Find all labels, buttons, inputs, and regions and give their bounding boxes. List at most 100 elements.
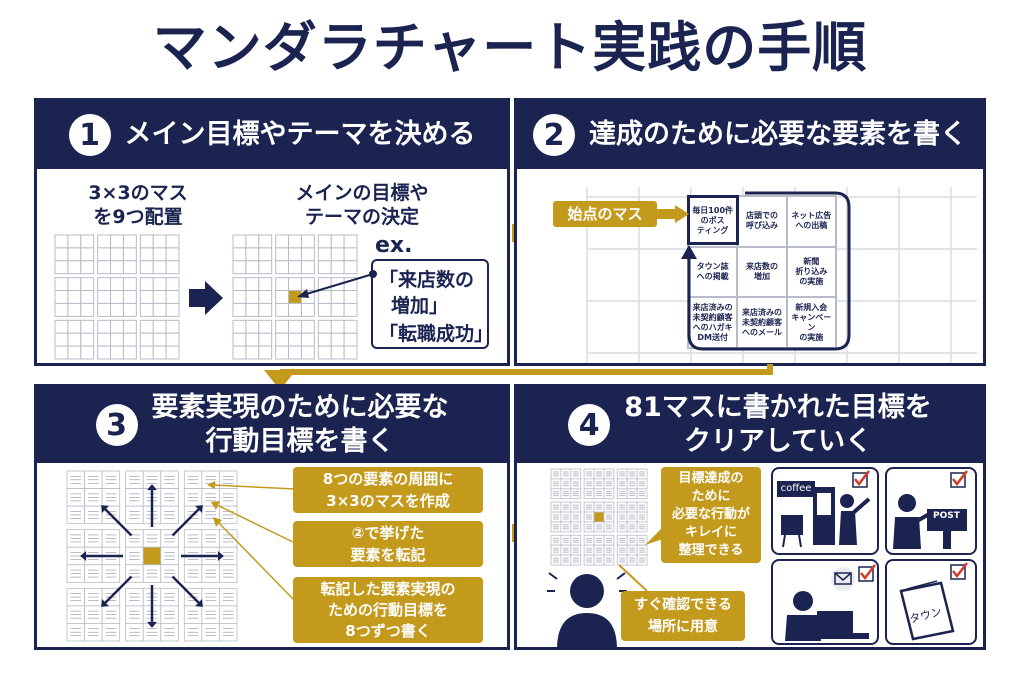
grid1-cell xyxy=(54,332,69,347)
radiating-arrow-head xyxy=(195,599,203,607)
element-cell-line: 折り込み xyxy=(795,266,828,276)
step3-heading: 要素実現のために必要な 行動目標を書く xyxy=(152,391,449,459)
callout-accessible-line1: すぐ確認できる xyxy=(634,597,732,613)
element-cell-line: 来店済みの xyxy=(741,307,782,317)
example-label: ex. xyxy=(375,233,413,258)
grid1-cell xyxy=(152,247,167,262)
radiating-arrow xyxy=(171,508,200,537)
grid1-cell xyxy=(122,277,137,292)
element-cell-line: 毎日100件 xyxy=(692,206,734,216)
start-cell-label: 始点のマス xyxy=(553,201,657,227)
step1-heading: メイン目標やテーマを決める xyxy=(124,119,476,150)
grid2-cell xyxy=(232,277,247,292)
callout-surround-grids-line1: 8つの要素の周囲に xyxy=(322,470,454,488)
grid1-cell xyxy=(139,260,154,275)
step1-number: 1 xyxy=(68,114,111,156)
grid2-cell xyxy=(300,247,315,262)
grid2-cell xyxy=(330,234,345,249)
nine-grids-caption: 3×3のマス を9つ配置 xyxy=(73,181,203,229)
grid2-cell xyxy=(343,319,358,334)
grid2-cell xyxy=(288,234,302,249)
grid2-cell xyxy=(317,247,332,262)
grid2-cell xyxy=(300,260,315,275)
example-line3: 「転職成功」 xyxy=(379,323,494,345)
grid2-cell xyxy=(245,277,260,292)
grid2-cell xyxy=(245,260,260,275)
callout-transcribe-elements: ②で挙げた 要素を転記 xyxy=(293,521,483,567)
grid1-cell xyxy=(122,332,137,347)
mandala-center-cell xyxy=(593,511,605,523)
step4-panel: 4 81マスに書かれた目標を クリアしていく 目標達成の ために 必要な行動が … xyxy=(514,384,986,650)
grid2-cell xyxy=(258,277,273,292)
grid2-cell xyxy=(317,302,332,317)
grid1-cell xyxy=(122,345,137,360)
grid2-cell xyxy=(330,319,345,334)
element-cell: 来店数の増加 xyxy=(737,246,787,298)
grid1-cell xyxy=(122,247,137,262)
grid2-cell xyxy=(275,290,290,304)
grid2-cell xyxy=(275,302,290,317)
step2-panel: 2 達成のために必要な要素を書く 毎日100件のポスティング店頭での呼び込みネッ… xyxy=(514,98,986,366)
nine-grids-caption-line2: を9つ配置 xyxy=(93,206,183,228)
grid1-cell xyxy=(80,277,95,292)
start-cell-highlight xyxy=(687,195,739,245)
grid2-cell xyxy=(275,319,290,334)
grid1-cell xyxy=(165,247,180,262)
grid1-cell xyxy=(67,260,82,275)
grid1-cell xyxy=(97,345,112,360)
grid1-cell xyxy=(110,247,124,262)
grid2-cell xyxy=(258,260,273,275)
grid1-cell xyxy=(80,234,95,249)
callout-write-actions-line2: ための行動目標を xyxy=(327,601,448,619)
grid1-cell xyxy=(67,234,82,249)
callout-organized-line5: 整理できる xyxy=(678,543,744,558)
grid2-cell xyxy=(275,260,290,275)
step4-number: 4 xyxy=(568,404,611,446)
element-cell-line: ティング xyxy=(696,226,729,236)
grid1-cell xyxy=(97,319,112,334)
step3-panel: 3 要素実現のために必要な 行動目標を書く 8つの要素の周囲に 3×3のマスを作… xyxy=(34,384,510,650)
grid1-cell xyxy=(67,247,82,262)
callout-organized-line3: 必要な行動が xyxy=(671,507,750,522)
element-cell-line: 未契約顧客 xyxy=(692,312,733,322)
grid1-cell xyxy=(54,319,69,334)
grid2-cell xyxy=(288,247,302,262)
element-cell-line: へのハガキ xyxy=(692,322,733,332)
coffee-sign: coffee xyxy=(777,481,815,497)
grid1-cell xyxy=(110,319,124,334)
nine-grids-diagram xyxy=(54,234,180,360)
callout-write-actions-line1: 転記した要素実現の xyxy=(320,580,456,598)
step4-heading-line1: 81マスに書かれた目標を xyxy=(624,392,932,423)
main-goal-caption-line1: メインの目標や xyxy=(295,182,429,204)
coffee-shop-tile: coffee xyxy=(771,467,879,555)
step2-header: 2 達成のために必要な要素を書く xyxy=(517,101,983,169)
grid2-cell xyxy=(330,345,345,360)
main-goal-caption-line2: テーマの決定 xyxy=(304,206,419,228)
radiating-arrow-head xyxy=(147,621,157,628)
grid2-cell xyxy=(330,302,345,317)
callout-accessible-pointer xyxy=(618,564,648,592)
shop-door-person-icon xyxy=(781,470,871,548)
grid2-cell xyxy=(343,247,358,262)
element-cell-line: への出稿 xyxy=(795,221,828,231)
grid1-cell xyxy=(97,234,112,249)
grid2-cell xyxy=(232,290,247,304)
grid2-cell xyxy=(245,247,260,262)
grid1-cell xyxy=(165,332,180,347)
grid1-cell xyxy=(110,277,124,292)
radiating-arrow-head xyxy=(217,551,224,561)
grid1-cell xyxy=(67,332,82,347)
grid1-cell xyxy=(67,345,82,360)
element-cell-line: への掲載 xyxy=(696,271,729,281)
element-cell-line: 来店済みの xyxy=(692,302,733,312)
grid2-cell xyxy=(258,247,273,262)
step2-number: 2 xyxy=(533,114,575,156)
grid1-cell xyxy=(139,319,154,334)
mandala-81-chart xyxy=(66,470,238,642)
grid1-cell xyxy=(152,260,167,275)
grid1-cell xyxy=(122,319,137,334)
grid2-cell xyxy=(300,332,315,347)
element-cell-line: のポス xyxy=(700,216,725,226)
grid2-cell xyxy=(258,332,273,347)
page-title: マンダラチャート実践の手順 xyxy=(152,16,868,79)
